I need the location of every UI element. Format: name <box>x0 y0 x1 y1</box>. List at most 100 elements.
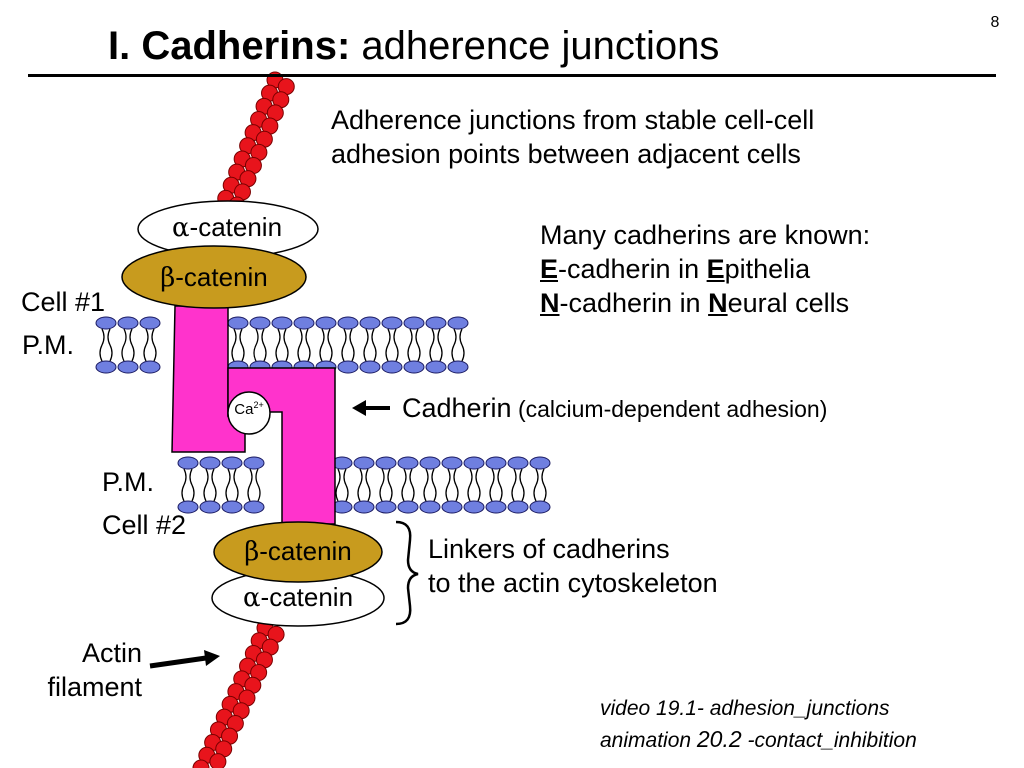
lipid-head <box>397 456 419 470</box>
lipid-tail <box>233 468 239 502</box>
lipid-head <box>375 456 397 470</box>
lipid-head <box>463 500 485 514</box>
lipid-tail <box>327 328 333 362</box>
lipid-head <box>485 500 507 514</box>
title-rest: adherence junctions <box>350 24 720 68</box>
lipid-head <box>117 316 139 330</box>
lipid-head <box>447 316 469 330</box>
cadherin-arrow <box>352 400 390 416</box>
lipid-tail <box>247 468 253 502</box>
lipid-tail <box>129 328 135 362</box>
pm1-label: P.M. <box>22 330 75 360</box>
lipid-tail <box>401 468 407 502</box>
lipid-head <box>95 316 117 330</box>
lipid-head <box>529 500 551 514</box>
actin-bead <box>209 753 227 768</box>
lipid-head <box>221 500 243 514</box>
n-cadherin-line: N-cadherin in Neural cells <box>540 288 850 318</box>
lipid-tail <box>497 468 503 502</box>
lipid-tail <box>297 328 303 362</box>
lipid-tail <box>143 328 149 362</box>
intro-text: Adherence junctions from stable cell-cel… <box>331 103 971 171</box>
lipid-tail <box>239 328 245 362</box>
lipid-tail <box>429 328 435 362</box>
lipid-tail <box>99 328 105 362</box>
lipid-tail <box>335 468 341 502</box>
lipid-tail <box>319 328 325 362</box>
lipid-head <box>139 316 161 330</box>
lipid-head <box>353 456 375 470</box>
alpha-catenin-label-2: α-catenin <box>242 582 354 613</box>
lipid-head <box>315 316 337 330</box>
lipid-tail <box>107 328 113 362</box>
slide-title: I. Cadherins: adherence junctions <box>108 24 719 68</box>
known-heading: Many cadherins are known: <box>540 220 871 250</box>
lipid-head <box>397 500 419 514</box>
lipid-head <box>359 316 381 330</box>
lipid-head <box>507 456 529 470</box>
lipid-tail <box>423 468 429 502</box>
lipid-tail <box>211 468 217 502</box>
lipid-tail <box>387 468 393 502</box>
lipid-head <box>425 316 447 330</box>
lipid-head <box>441 456 463 470</box>
actin-filament-upper <box>217 71 295 214</box>
lipid-head <box>337 360 359 374</box>
lipid-tail <box>231 328 237 362</box>
title-bold: I. Cadherins: <box>108 24 351 68</box>
lipid-tail <box>409 468 415 502</box>
lipid-head <box>419 500 441 514</box>
lipid-tail <box>349 328 355 362</box>
lipid-tail <box>519 468 525 502</box>
actin-bead <box>192 759 210 768</box>
beta-catenin-cell2 <box>213 521 383 583</box>
lipid-tail <box>371 328 377 362</box>
cadherin-types: Many cadherins are known: E-cadherin in … <box>540 218 870 320</box>
video-note: video 19.1- adhesion_junctions animation… <box>600 697 917 752</box>
lipid-tail <box>261 328 267 362</box>
lipid-head <box>463 456 485 470</box>
cell1-label: Cell #1 <box>20 287 106 317</box>
calcium-ion <box>227 391 271 435</box>
lipid-tail <box>343 468 349 502</box>
e-cadherin-line: E-cadherin in Epithelia <box>540 254 811 284</box>
lipid-tail <box>453 468 459 502</box>
lipid-head <box>243 456 265 470</box>
lipid-tail <box>445 468 451 502</box>
lipid-tail <box>181 468 187 502</box>
beta-catenin-label-2: β-catenin <box>244 536 352 567</box>
lipid-tail <box>379 468 385 502</box>
lipid-head <box>337 316 359 330</box>
plasma-membrane-cell1 <box>95 316 469 374</box>
lipid-head <box>425 360 447 374</box>
lipid-tail <box>121 328 127 362</box>
lipid-tail <box>467 468 473 502</box>
lipid-tail <box>255 468 261 502</box>
lipid-tail <box>533 468 539 502</box>
actin-arrow <box>149 650 220 669</box>
lipid-head <box>403 360 425 374</box>
lipid-tail <box>459 328 465 362</box>
lipid-head <box>419 456 441 470</box>
cell2-label: Cell #2 <box>102 510 187 540</box>
lipid-tail <box>341 328 347 362</box>
lipid-tail <box>275 328 281 362</box>
lipid-head <box>441 500 463 514</box>
page-number: 8 <box>990 14 1000 31</box>
lipid-head <box>359 360 381 374</box>
lipid-tail <box>385 328 391 362</box>
alpha-catenin-label-1: α-catenin <box>171 212 283 243</box>
lipid-head <box>485 456 507 470</box>
pm2-label: P.M. <box>102 467 155 497</box>
lipid-tail <box>203 468 209 502</box>
lipid-tail <box>365 468 371 502</box>
lipid-head <box>139 360 161 374</box>
lipid-tail <box>357 468 363 502</box>
lipid-head <box>117 360 139 374</box>
lipid-head <box>177 500 199 514</box>
lipid-tail <box>283 328 289 362</box>
lipid-head <box>507 500 529 514</box>
plasma-membrane-cell2 <box>177 456 551 514</box>
lipid-head <box>95 360 117 374</box>
